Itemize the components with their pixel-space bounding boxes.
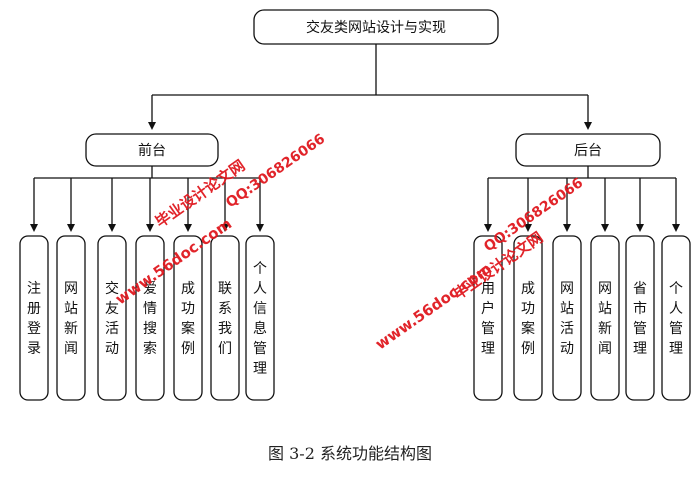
leaf-label: 成功案例 — [181, 281, 195, 357]
leaf-label: 成功案例 — [521, 281, 535, 357]
connectors — [30, 44, 680, 232]
leaf-label: 个人管理 — [669, 281, 683, 357]
figure-caption: 图 3-2 系统功能结构图 — [268, 444, 432, 463]
group-label-back: 后台 — [574, 143, 602, 159]
leaf-nodes: 注册登录 网站新闻 交友活动 爱情搜索 成功案例 联系我们 个人信息管理 用户管理 成功案例 网站… — [19, 235, 691, 401]
leaf-label: 网站新闻 — [598, 281, 612, 357]
leaf-node: 联系我们 — [210, 235, 240, 401]
leaf-node: 网站活动 — [552, 235, 582, 401]
leaf-node: 注册登录 — [19, 235, 49, 401]
root-label: 交友类网站设计与实现 — [306, 19, 446, 36]
leaf-label: 省市管理 — [633, 281, 647, 357]
group-node-front: 前台 — [85, 133, 219, 167]
leaf-node: 爱情搜索 — [135, 235, 165, 401]
leaf-node: 成功案例 — [173, 235, 203, 401]
leaf-label: 网站活动 — [560, 281, 574, 357]
leaf-node: 网站新闻 — [56, 235, 86, 401]
leaf-label: 网站新闻 — [64, 281, 78, 357]
group-node-back: 后台 — [515, 133, 661, 167]
leaf-label: 用户管理 — [481, 281, 495, 357]
leaf-label: 注册登录 — [27, 281, 41, 357]
root-node: 交友类网站设计与实现 — [253, 9, 499, 45]
group-label-front: 前台 — [138, 142, 166, 159]
leaf-node: 个人管理 — [661, 235, 691, 401]
leaf-node: 用户管理 — [473, 235, 503, 401]
leaf-node: 交友活动 — [97, 235, 127, 401]
leaf-node: 省市管理 — [625, 235, 655, 401]
leaf-node: 网站新闻 — [590, 235, 620, 401]
leaf-label: 爱情搜索 — [143, 281, 157, 357]
leaf-label: 联系我们 — [218, 281, 232, 357]
leaf-node: 个人信息管理 — [245, 235, 275, 401]
leaf-label: 个人信息管理 — [253, 261, 267, 377]
leaf-label: 交友活动 — [105, 280, 119, 357]
leaf-node: 成功案例 — [513, 235, 543, 401]
